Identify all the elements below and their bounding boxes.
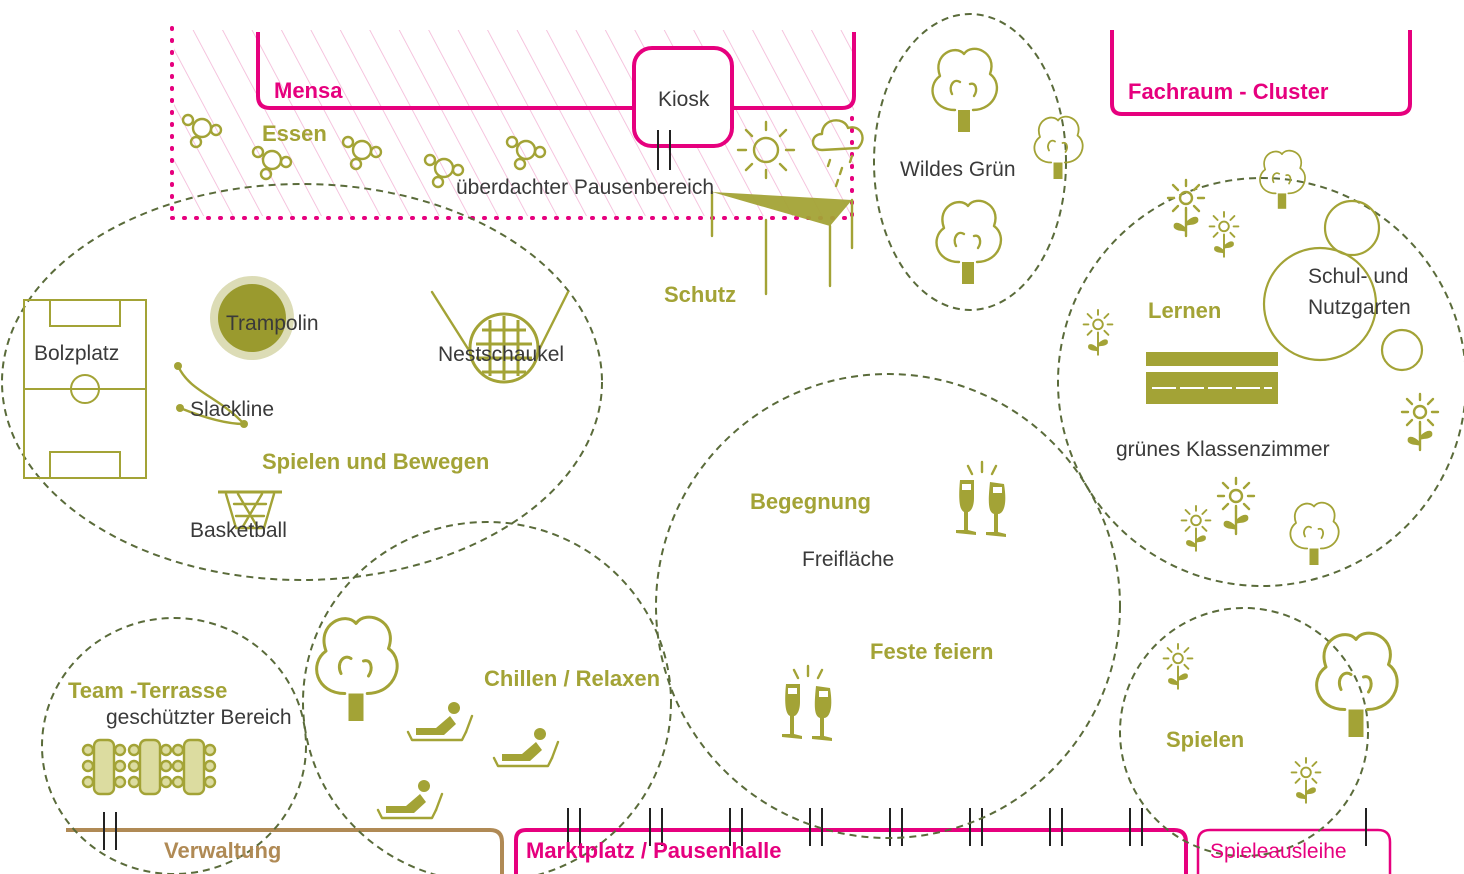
garden-label-line2: Nutzgarten bbox=[1308, 296, 1411, 319]
marktplatz-label: Marktplatz / Pausenhalle bbox=[526, 838, 782, 863]
wild-label: Wildes Grün bbox=[900, 158, 1016, 181]
bench-icon bbox=[1146, 352, 1278, 404]
classroom-label: grünes Klassenzimmer bbox=[1116, 438, 1330, 461]
nestschaukel-label: Nestschaukel bbox=[438, 343, 564, 366]
slackline-label: Slackline bbox=[190, 398, 274, 421]
covered-area-label: überdachter Pausenbereich bbox=[456, 176, 714, 199]
essen-title: Essen bbox=[262, 121, 327, 146]
zone-spielen-bewegen bbox=[1, 183, 603, 581]
door-markers bbox=[103, 808, 1367, 850]
feste-title: Feste feiern bbox=[870, 639, 994, 664]
verwaltung-label: Verwaltung bbox=[164, 838, 281, 863]
basketball-label: Basketball bbox=[190, 519, 287, 542]
schutz-title: Schutz bbox=[664, 282, 736, 307]
lounger-person-icon bbox=[376, 700, 560, 820]
zone-team-terrasse bbox=[41, 617, 307, 874]
garden-circles bbox=[1262, 199, 1424, 372]
sun-icon bbox=[736, 120, 796, 180]
kiosk-door-icon bbox=[657, 130, 671, 170]
sail-shade-icon bbox=[710, 190, 854, 296]
fachraum-building bbox=[1110, 30, 1412, 116]
kiosk-box[interactable] bbox=[632, 46, 734, 148]
basketball-hoop-icon bbox=[218, 490, 282, 530]
team-label: geschützter Bereich bbox=[106, 706, 292, 729]
marktplatz-building bbox=[514, 828, 1188, 874]
trampolin-label: Trampolin bbox=[226, 312, 319, 335]
mensa-label: Mensa bbox=[274, 78, 343, 103]
spieleausleihe-label: Spieleausleihe bbox=[1210, 840, 1347, 863]
verwaltung-building bbox=[66, 828, 504, 874]
bolzplatz-label: Bolzplatz bbox=[34, 342, 119, 365]
lernen-title: Lernen bbox=[1148, 298, 1221, 323]
trampoline-icon bbox=[210, 276, 294, 360]
chill-title: Chillen / Relaxen bbox=[484, 666, 660, 691]
zone-begegnung bbox=[655, 373, 1121, 839]
nest-swing-icon bbox=[430, 290, 570, 384]
zone-chillen bbox=[302, 521, 672, 874]
spielen-title: Spielen bbox=[1166, 727, 1244, 752]
picnic-table-icon bbox=[81, 738, 217, 796]
begegnung-title: Begegnung bbox=[750, 489, 871, 514]
rain-cloud-icon bbox=[811, 119, 864, 188]
freiflaeche-label: Freifläche bbox=[802, 548, 894, 571]
fachraum-label: Fachraum - Cluster bbox=[1128, 79, 1329, 104]
slackline-icon bbox=[174, 362, 248, 428]
spieleausleihe-building bbox=[1196, 828, 1392, 874]
kiosk-label: Kiosk bbox=[658, 88, 710, 111]
play-title: Spielen und Bewegen bbox=[262, 449, 489, 474]
zone-spielen bbox=[1119, 607, 1369, 857]
soccer-field-icon bbox=[23, 299, 147, 479]
zone-lernen bbox=[1057, 177, 1464, 587]
mensa-building bbox=[256, 32, 856, 110]
garden-label-line1: Schul- und bbox=[1308, 265, 1408, 288]
team-title: Team -Terrasse bbox=[68, 678, 227, 703]
